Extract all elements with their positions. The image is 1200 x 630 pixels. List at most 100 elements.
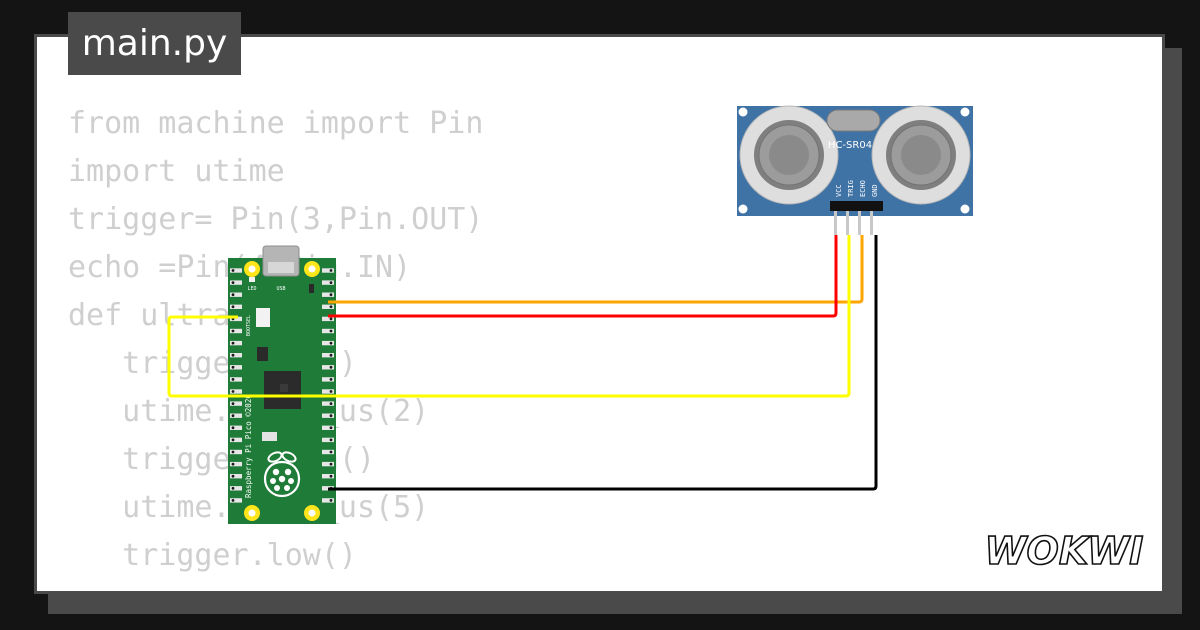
pico-pin-hole bbox=[329, 305, 333, 309]
pico-pin[interactable] bbox=[322, 353, 334, 358]
code-line: from machine import Pin bbox=[68, 106, 484, 141]
pico-pin[interactable] bbox=[322, 461, 334, 467]
bootsel-button[interactable] bbox=[256, 308, 270, 327]
pico-pin[interactable] bbox=[322, 449, 334, 455]
left-transducer-icon bbox=[739, 105, 839, 205]
pico-pin[interactable] bbox=[230, 316, 242, 322]
pico-pin[interactable] bbox=[230, 498, 242, 503]
pico-pin[interactable] bbox=[322, 389, 334, 394]
pico-pin[interactable] bbox=[230, 268, 242, 273]
bootsel-label: BOOTSEL bbox=[246, 315, 252, 336]
right-transducer-icon bbox=[871, 105, 971, 205]
pico-pin[interactable] bbox=[322, 401, 334, 406]
wire-echo[interactable] bbox=[328, 235, 864, 304]
pico-pin[interactable] bbox=[322, 292, 334, 297]
pico-pin-hole bbox=[231, 353, 235, 357]
pico-pin-hole bbox=[231, 402, 235, 405]
pico-pin-hole bbox=[231, 341, 235, 345]
pico-pin-hole bbox=[329, 293, 333, 297]
wokwi-logo: WOKWI bbox=[984, 528, 1144, 574]
pin-label-trig: TRIG bbox=[847, 180, 855, 197]
pico-pin-hole bbox=[329, 281, 333, 284]
pico-pin[interactable] bbox=[230, 461, 242, 467]
pico-pin[interactable] bbox=[322, 425, 334, 430]
pico-pin-hole bbox=[329, 462, 333, 466]
pico-pin-hole bbox=[329, 474, 333, 478]
raspberry-logo-icon bbox=[263, 451, 301, 498]
pico-pin[interactable] bbox=[322, 437, 334, 443]
pico-pin[interactable] bbox=[322, 413, 334, 418]
pico-pin-hole bbox=[329, 378, 333, 381]
wire-gnd[interactable] bbox=[328, 235, 878, 491]
sensor-pin-vcc bbox=[834, 211, 837, 235]
code-line: trigger= Pin(3,Pin.OUT) bbox=[68, 202, 484, 237]
pico-pin-hole bbox=[329, 317, 333, 321]
pico-pin-hole bbox=[329, 438, 333, 442]
pico-pin[interactable] bbox=[230, 474, 242, 479]
pico-pin[interactable] bbox=[230, 425, 242, 430]
file-tab-main-py[interactable]: main.py bbox=[68, 12, 241, 75]
pico-pin[interactable] bbox=[230, 449, 242, 455]
raspberry-pi-pico[interactable]: LED USB BOOTSEL Raspberry Pi Pico ©2020 bbox=[228, 245, 336, 524]
pico-pin-hole bbox=[231, 438, 235, 442]
pico-pin[interactable] bbox=[322, 474, 334, 479]
sensor-pin-gnd bbox=[870, 211, 873, 235]
pico-pin[interactable] bbox=[322, 377, 334, 382]
pico-gpio-pins[interactable] bbox=[230, 268, 334, 503]
pico-pin[interactable] bbox=[230, 377, 242, 382]
led-indicator bbox=[249, 277, 255, 282]
pico-pin-hole bbox=[329, 329, 333, 333]
pico-pin[interactable] bbox=[230, 280, 242, 285]
pin-label-vcc: VCC bbox=[835, 184, 843, 197]
hc-sr04-sensor[interactable]: HC-SR04 VCC TRIG ECHO GND bbox=[737, 105, 973, 235]
wire-vcc[interactable] bbox=[328, 235, 838, 318]
sensor-model-label: HC-SR04 bbox=[828, 140, 872, 151]
pico-pin-hole bbox=[329, 365, 333, 369]
pico-pin[interactable] bbox=[230, 437, 242, 443]
pico-pin[interactable] bbox=[322, 268, 334, 273]
pico-pin[interactable] bbox=[322, 365, 334, 370]
pico-pin[interactable] bbox=[230, 401, 242, 406]
pico-pin-hole bbox=[231, 462, 235, 466]
pico-pin-hole bbox=[231, 329, 235, 333]
pico-pin[interactable] bbox=[322, 328, 334, 334]
pico-pin[interactable] bbox=[230, 365, 242, 370]
pico-pin-hole bbox=[329, 499, 333, 502]
pico-pin-hole bbox=[231, 426, 235, 430]
pico-pin[interactable] bbox=[322, 316, 334, 322]
pico-pin[interactable] bbox=[230, 340, 242, 346]
pico-pin-hole bbox=[329, 426, 333, 430]
pico-pin-hole bbox=[329, 402, 333, 405]
pico-pin-hole bbox=[329, 353, 333, 357]
pico-pin[interactable] bbox=[230, 389, 242, 394]
pico-pin-hole bbox=[231, 378, 235, 381]
pico-pin[interactable] bbox=[230, 304, 242, 309]
pico-pin[interactable] bbox=[230, 486, 242, 491]
pico-pin-hole bbox=[231, 499, 235, 502]
pico-pin[interactable] bbox=[230, 413, 242, 418]
pico-pin-hole bbox=[231, 450, 235, 454]
pico-pin[interactable] bbox=[322, 280, 334, 285]
pico-pin[interactable] bbox=[230, 328, 242, 334]
pico-pin-hole bbox=[231, 390, 235, 393]
pico-pin[interactable] bbox=[230, 292, 242, 297]
pin-label-echo: ECHO bbox=[859, 180, 867, 197]
sensor-pins[interactable] bbox=[834, 211, 873, 235]
wire-trig[interactable] bbox=[167, 235, 851, 398]
wokwi-brand-text: WOKWI bbox=[985, 529, 1144, 573]
pico-silkscreen: Raspberry Pi Pico ©2020 bbox=[244, 394, 253, 498]
pico-pin[interactable] bbox=[230, 353, 242, 358]
sensor-pin-trig bbox=[846, 211, 849, 235]
pico-pin-hole bbox=[231, 281, 235, 284]
crystal-oscillator bbox=[826, 109, 881, 132]
pico-pin-hole bbox=[231, 269, 235, 272]
pico-pin[interactable] bbox=[322, 498, 334, 503]
code-line: trigger.low() bbox=[68, 538, 357, 573]
pico-pin-hole bbox=[231, 414, 235, 418]
pico-pin-hole bbox=[329, 390, 333, 393]
pico-pin[interactable] bbox=[322, 304, 334, 309]
pico-pin-hole bbox=[329, 269, 333, 272]
pico-pin-hole bbox=[329, 414, 333, 418]
pico-pin[interactable] bbox=[322, 340, 334, 346]
